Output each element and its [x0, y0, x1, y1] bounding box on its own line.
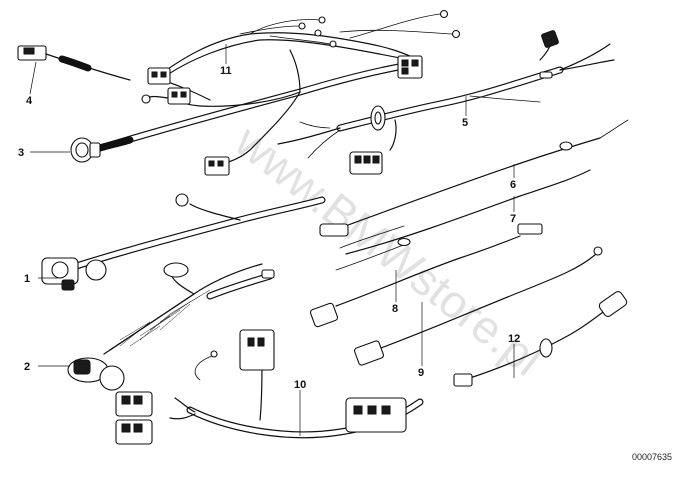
- part-5-harness: [277, 30, 615, 175]
- callout-leaders: [29, 44, 515, 436]
- callout-labels: 1 2 3 4 6 7 8 9 10 11 12 5: [18, 65, 520, 391]
- part-3-round-connector: [70, 136, 134, 163]
- callout-8: 8: [392, 303, 398, 315]
- callout-3: 3: [18, 147, 24, 159]
- callout-11: 11: [220, 65, 232, 77]
- part-7-cable: [335, 169, 591, 271]
- part-1-battery-terminal: [41, 193, 326, 291]
- callout-6: 6: [510, 179, 516, 191]
- part-10-harness: [115, 329, 424, 445]
- callout-5: 5: [462, 117, 468, 129]
- callout-7: 7: [510, 213, 516, 225]
- callout-9: 9: [418, 367, 424, 379]
- callout-2: 2: [24, 361, 30, 373]
- document-number: 00007635: [632, 452, 672, 462]
- callout-10: 10: [294, 379, 306, 391]
- callout-12: 12: [508, 333, 520, 345]
- part-2-ground-strap: [67, 262, 275, 391]
- main-harness-part-11: [96, 9, 461, 176]
- part-6-cable: [339, 119, 629, 229]
- callout-4: 4: [26, 95, 33, 107]
- part-8-lead: [309, 223, 543, 328]
- part-4-connector-lead: [17, 45, 131, 81]
- part-9-lead: [354, 246, 603, 366]
- part-12-lead: [453, 291, 628, 387]
- callout-1: 1: [24, 273, 30, 285]
